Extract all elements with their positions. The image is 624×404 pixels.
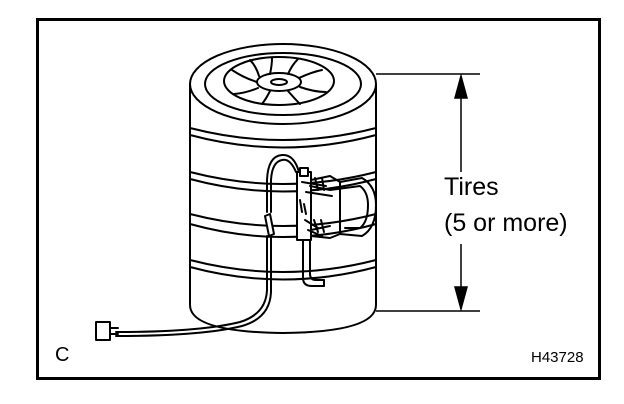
plug <box>95 321 119 341</box>
tires-count-label: (5 or more) <box>444 209 568 237</box>
tires-label: Tires <box>444 173 499 201</box>
tire-groove-4 <box>189 259 377 273</box>
figure-number: H43728 <box>531 349 584 366</box>
top-tire <box>189 43 377 125</box>
wheel-spokes <box>231 57 327 105</box>
hose-tube <box>302 239 325 287</box>
power-cord <box>115 153 300 337</box>
tire-stack <box>189 83 377 334</box>
strap-belt <box>189 213 377 238</box>
arrow-head-up <box>454 73 468 99</box>
tire-groove-2 <box>189 171 377 185</box>
arrow-head-down <box>454 286 468 312</box>
dimension-arrow <box>376 73 480 312</box>
corner-letter: C <box>55 344 70 366</box>
tire-groove-1 <box>189 127 377 141</box>
warmer-assembly <box>296 167 377 241</box>
figure-frame <box>36 18 601 380</box>
